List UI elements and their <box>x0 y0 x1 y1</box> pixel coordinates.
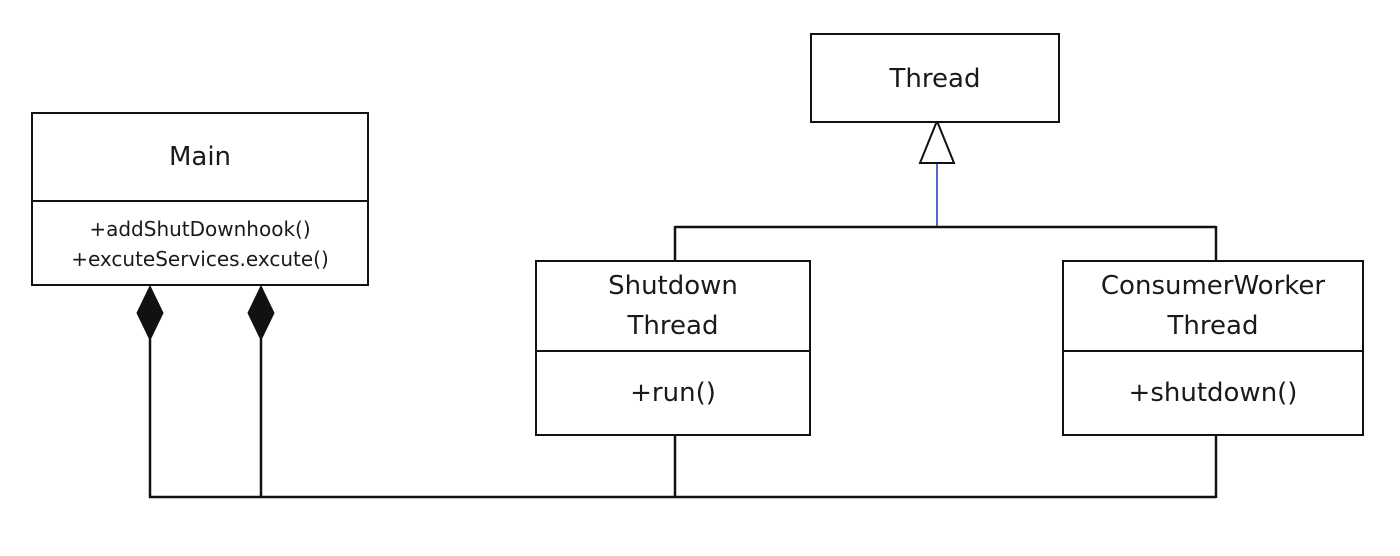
class-main: Main +addShutDownhook() +excuteServices.… <box>31 112 369 286</box>
class-consumer-worker-thread-name-line-2: Thread <box>1167 311 1259 341</box>
generalization-arrowhead <box>918 118 956 164</box>
class-thread-name: Thread <box>889 64 981 94</box>
class-consumer-worker-thread: ConsumerWorker Thread +shutdown() <box>1062 260 1364 436</box>
class-shutdown-thread-name: Shutdown Thread <box>537 262 809 350</box>
class-shutdown-thread-name-line-1: Shutdown <box>608 271 738 301</box>
class-main-name: Main <box>168 142 232 172</box>
class-shutdown-thread-methods: +run() <box>537 350 809 434</box>
method-excute-services: +excuteServices.excute() <box>71 247 329 271</box>
class-consumer-worker-thread-name: ConsumerWorker Thread <box>1064 262 1362 350</box>
class-main-methods: +addShutDownhook() +excuteServices.excut… <box>33 200 367 286</box>
class-thread: Thread <box>810 33 1060 123</box>
composition-diamond-1 <box>136 284 164 342</box>
method-run: +run() <box>630 378 716 408</box>
class-shutdown-thread-name-line-2: Thread <box>627 311 719 341</box>
method-add-shutdown-hook: +addShutDownhook() <box>89 217 311 241</box>
class-consumer-worker-thread-methods: +shutdown() <box>1064 350 1362 434</box>
method-shutdown: +shutdown() <box>1128 378 1298 408</box>
composition-diamond-2 <box>247 284 275 342</box>
class-shutdown-thread: Shutdown Thread +run() <box>535 260 811 436</box>
class-consumer-worker-thread-name-line-1: ConsumerWorker <box>1100 271 1326 301</box>
